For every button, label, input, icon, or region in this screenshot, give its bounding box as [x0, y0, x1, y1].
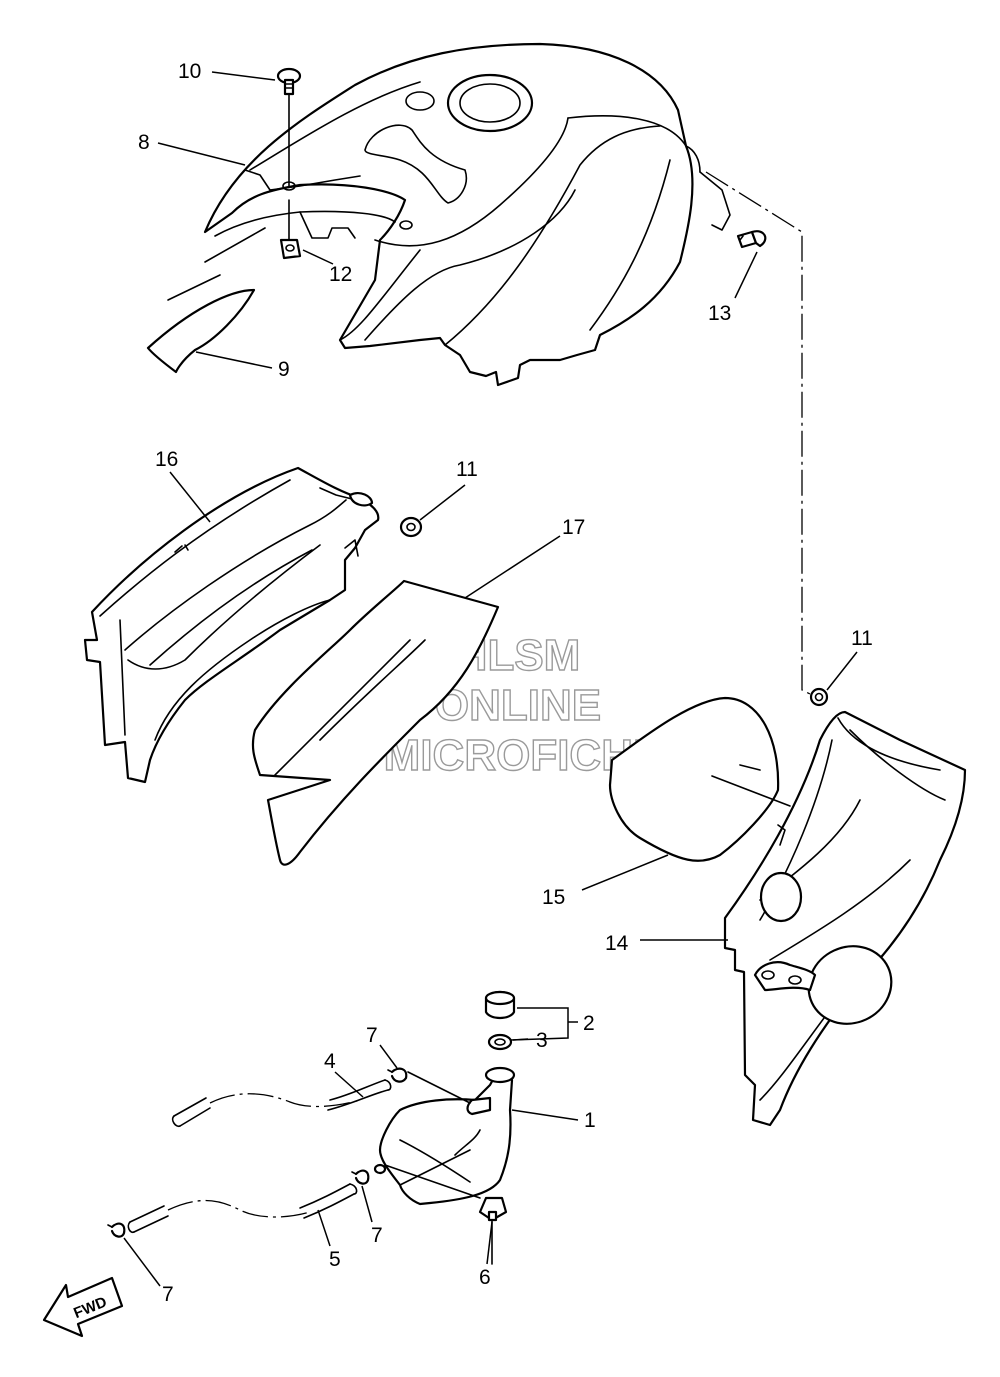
callout-15: 15 — [542, 886, 565, 909]
callout-16: 16 — [155, 448, 178, 471]
chain-line-assembly — [705, 171, 823, 701]
callout-5: 5 — [329, 1248, 341, 1271]
part-8-tank-cover — [203, 42, 731, 387]
callout-7-top: 7 — [366, 1024, 378, 1047]
leader-lines — [123, 71, 858, 1287]
part-1-reservoir-tank — [373, 1066, 516, 1206]
part-16-left-side-cover — [83, 466, 380, 784]
callout-11-lower: 11 — [851, 627, 873, 650]
part-11-grommet-upper — [399, 516, 423, 538]
callout-14: 14 — [605, 932, 629, 955]
part-7-clamp-a — [387, 1067, 408, 1083]
part-9-emblem-sticker — [146, 227, 266, 374]
part-3-gasket — [487, 1033, 513, 1051]
part-7-clamp-b — [351, 1169, 370, 1185]
watermark-line-2: ONLINE — [435, 681, 601, 730]
part-17-left-panel — [251, 579, 500, 866]
part-15-right-panel — [608, 696, 791, 862]
callout-8: 8 — [138, 131, 150, 154]
part-11-grommet-lower — [809, 687, 829, 707]
part-14-right-side-cover — [723, 710, 967, 1127]
part-5-hose — [127, 1183, 358, 1234]
part-2-tank-cap — [484, 990, 516, 1020]
part-13-bolt — [736, 230, 767, 249]
callout-4: 4 — [324, 1050, 336, 1073]
callout-numbers: 10 8 12 9 13 16 11 17 11 15 14 2 3 7 4 1… — [138, 60, 873, 1306]
callout-10: 10 — [178, 60, 201, 83]
part-4-hose — [171, 1079, 392, 1128]
part-7-clamp-c — [107, 1222, 126, 1238]
callout-7-middle: 7 — [371, 1224, 383, 1247]
callout-2: 2 — [583, 1012, 595, 1035]
part-6-bolt — [478, 1196, 508, 1265]
fwd-direction-arrow: FWD — [42, 1276, 124, 1338]
callout-7-bottom: 7 — [162, 1283, 174, 1306]
callout-17: 17 — [562, 516, 585, 539]
callout-6: 6 — [479, 1266, 491, 1289]
part-10-screw — [276, 67, 302, 243]
callout-11-upper: 11 — [456, 458, 478, 481]
callout-1: 1 — [584, 1109, 596, 1132]
callout-13: 13 — [708, 302, 731, 325]
part-12-clip-nut — [279, 238, 302, 260]
callout-12: 12 — [329, 263, 352, 286]
callout-9: 9 — [278, 358, 290, 381]
callout-3: 3 — [536, 1029, 548, 1052]
